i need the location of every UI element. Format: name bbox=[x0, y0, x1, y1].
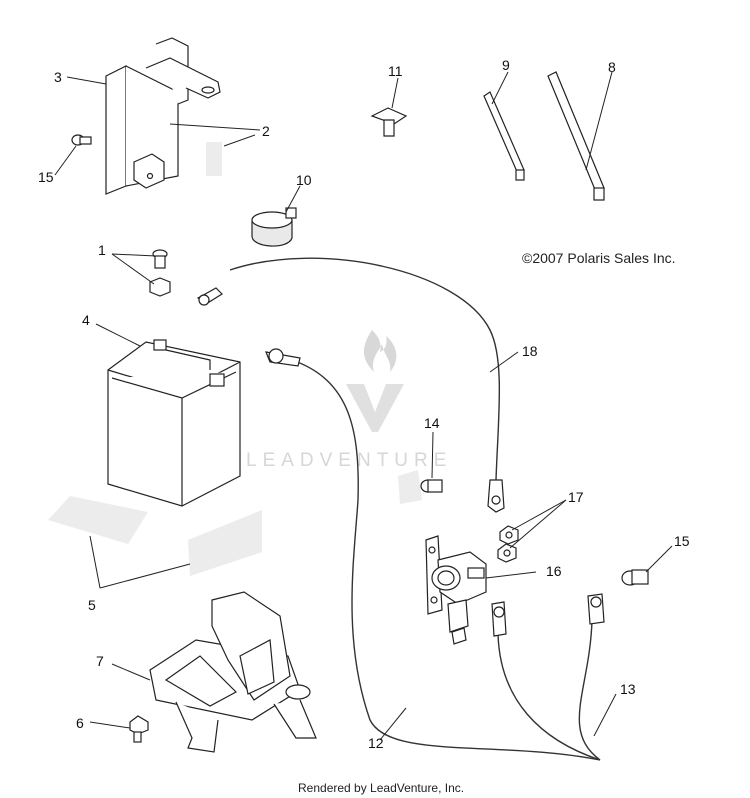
callout-6: 6 bbox=[76, 715, 84, 731]
callout-10: 10 bbox=[296, 172, 312, 188]
part-3-bracket bbox=[105, 37, 221, 195]
solenoid-decal bbox=[398, 470, 422, 504]
callout-2: 2 bbox=[262, 123, 270, 139]
callout-7: 7 bbox=[96, 653, 104, 669]
part-10-cap bbox=[251, 207, 297, 247]
part-2-decal bbox=[206, 142, 222, 176]
callout-15-right: 15 bbox=[674, 533, 690, 549]
part-5-decal-b bbox=[188, 510, 262, 576]
callout-15-left: 15 bbox=[38, 169, 54, 185]
wire-18 bbox=[229, 257, 505, 513]
callout-14: 14 bbox=[424, 415, 440, 431]
callout-12: 12 bbox=[368, 735, 384, 751]
callout-1: 1 bbox=[98, 242, 106, 258]
callout-17: 17 bbox=[568, 489, 584, 505]
leader-lines bbox=[54, 71, 673, 741]
callout-9: 9 bbox=[502, 57, 510, 73]
part-8-tie-strap bbox=[547, 71, 605, 201]
watermark-text: LEADVENTURE bbox=[246, 450, 452, 471]
part-17-nuts bbox=[497, 525, 519, 563]
part-1-bolt-nut bbox=[149, 249, 171, 297]
part-15-bolt-right bbox=[621, 569, 649, 586]
callout-3: 3 bbox=[54, 69, 62, 85]
callout-labels: 1 2 3 4 5 6 7 8 9 10 11 12 13 14 15 15 1… bbox=[38, 57, 690, 751]
leadventure-watermark: LEADVENTURE bbox=[246, 330, 452, 471]
part-16-solenoid bbox=[425, 535, 487, 645]
callout-16: 16 bbox=[546, 563, 562, 579]
part-7-battery-tray bbox=[149, 591, 317, 753]
part-5-decal-a bbox=[48, 496, 148, 544]
copyright-notice: ©2007 Polaris Sales Inc. bbox=[522, 250, 676, 266]
part-15-bolt-left bbox=[71, 134, 92, 146]
wire-13 bbox=[491, 593, 605, 761]
wire-12 bbox=[265, 348, 601, 761]
callout-18: 18 bbox=[522, 343, 538, 359]
callout-4: 4 bbox=[82, 312, 90, 328]
callout-8: 8 bbox=[608, 59, 616, 75]
part-11-clip bbox=[370, 107, 408, 137]
part-4-battery bbox=[107, 339, 241, 507]
part-14-bolt bbox=[420, 479, 443, 493]
terminal-small bbox=[196, 287, 223, 306]
callout-5: 5 bbox=[88, 597, 96, 613]
footer-credit: Rendered by LeadVenture, Inc. bbox=[298, 781, 464, 795]
part-9-tie-strap bbox=[483, 91, 525, 181]
part-6-bolt bbox=[129, 715, 149, 743]
callout-13: 13 bbox=[620, 681, 636, 697]
callout-11: 11 bbox=[388, 63, 403, 79]
